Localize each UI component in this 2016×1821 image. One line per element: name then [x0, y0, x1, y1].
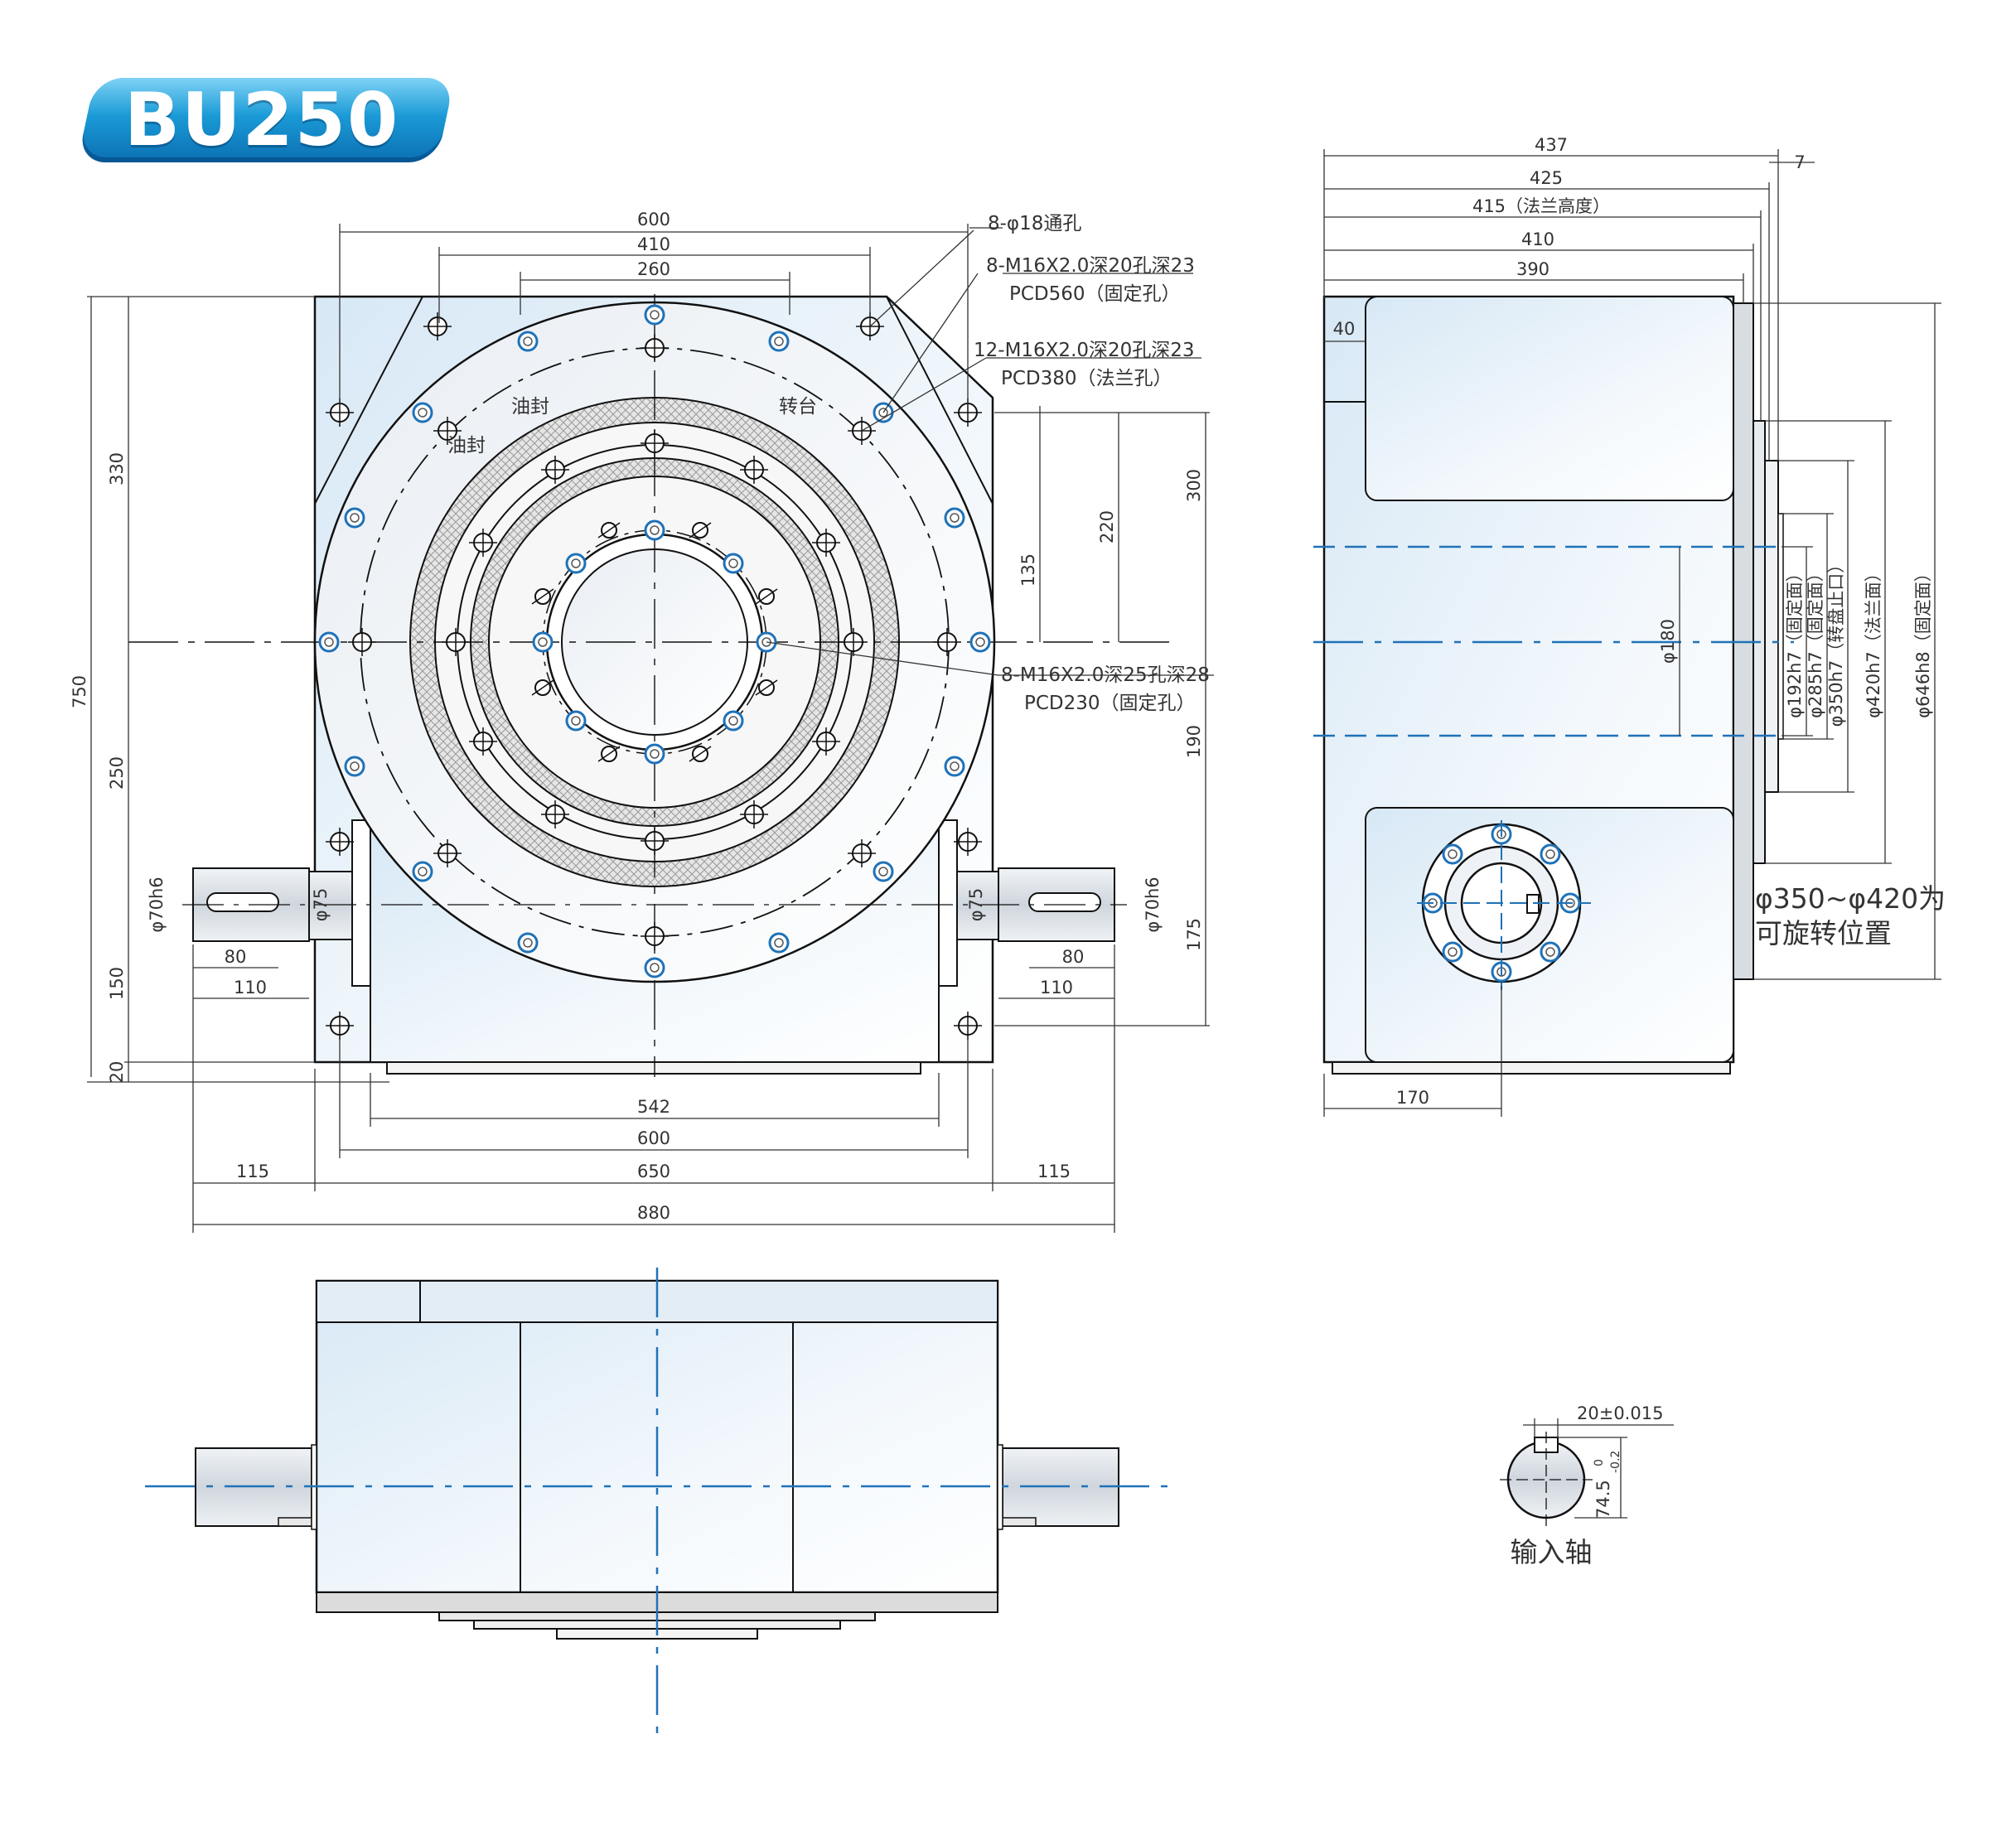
label-rotary-table: 转台: [779, 396, 817, 418]
dim-115-right: 115: [1037, 1162, 1071, 1181]
side-dimension-labels: 437 425 415（法兰高度） 410 390 7 40 170 φ180 …: [1333, 135, 1933, 1108]
model-title: BU250: [124, 77, 400, 162]
label-oil-seal-left: 油封: [447, 435, 486, 456]
callout-through-holes: 8-φ18通孔: [988, 213, 1081, 234]
left-collar-diameter: φ75: [311, 888, 331, 922]
dim-330: 330: [107, 452, 127, 485]
dim-415-flange-height: 415（法兰高度）: [1472, 196, 1610, 216]
dim-437: 437: [1535, 135, 1568, 155]
dim-115-left: 115: [236, 1162, 269, 1181]
dim-175: 175: [1184, 918, 1204, 951]
callout-pcd230: PCD230（固定孔）: [1024, 693, 1196, 714]
dim-phi192: φ192h7（固定面）: [1785, 564, 1805, 718]
right-shaft-diameter: φ70h6: [1143, 877, 1163, 932]
rotation-note-line1: φ350~φ420为: [1755, 882, 1946, 915]
shaft-key-width: 20±0.015: [1577, 1403, 1663, 1423]
left-shaft-length: 110: [234, 978, 267, 997]
right-shaft-length: 110: [1040, 978, 1073, 997]
dim-phi350: φ350h7（转盘止口）: [1826, 556, 1846, 727]
callout-pcd380: PCD380（法兰孔）: [1001, 368, 1172, 389]
dim-170: 170: [1396, 1088, 1429, 1108]
dim-phi646: φ646h8（固定面）: [1913, 564, 1933, 718]
top-view: [145, 1268, 1168, 1744]
dim-880: 880: [637, 1203, 670, 1223]
front-view: 600 410 260 750 330 250 150 20 300 220 1…: [70, 210, 1214, 1233]
label-oil-seal-top: 油封: [511, 396, 549, 418]
shaft-height: 74.5: [1593, 1480, 1613, 1519]
dim-650: 650: [637, 1162, 670, 1181]
dim-phi420: φ420h7（法兰面）: [1864, 564, 1883, 718]
dim-542: 542: [637, 1097, 670, 1117]
dim-425: 425: [1530, 168, 1563, 188]
dim-600-top: 600: [637, 210, 670, 229]
callout-pcd560: PCD560（固定孔）: [1009, 283, 1181, 305]
dim-40: 40: [1333, 319, 1356, 339]
left-shaft-diameter: φ70h6: [147, 877, 167, 932]
dim-phi180: φ180: [1658, 619, 1678, 664]
dim-260-top: 260: [637, 259, 670, 279]
shaft-height-tol-upper: 0: [1593, 1459, 1606, 1466]
dim-20: 20: [107, 1061, 127, 1084]
dim-250: 250: [107, 756, 127, 790]
dim-410-top: 410: [637, 234, 670, 254]
dim-300: 300: [1184, 469, 1204, 502]
dim-220: 220: [1097, 510, 1117, 543]
dim-135: 135: [1018, 553, 1038, 587]
callout-pcd560-spec: 8-M16X2.0深20孔深23: [986, 255, 1195, 277]
dim-750: 750: [70, 675, 89, 708]
dim-190: 190: [1184, 725, 1204, 758]
rotation-note-line2: 可旋转位置: [1755, 917, 1892, 949]
callout-pcd230-spec: 8-M16X2.0深25孔深28: [1001, 664, 1210, 686]
dim-390: 390: [1516, 259, 1549, 279]
right-collar-diameter: φ75: [966, 888, 986, 922]
shaft-detail: 20±0.015 74.5 0 -0.2 输入轴: [1500, 1403, 1674, 1568]
front-dimension-labels: 600 410 260 750 330 250 150 20 300 220 1…: [70, 210, 1204, 1223]
input-shaft-caption: 输入轴: [1511, 1536, 1593, 1568]
dim-phi285: φ285h7（固定面）: [1806, 564, 1825, 718]
front-callouts: 油封 油封 转台 8-φ18通孔 8-M16X2.0深20孔深23 PCD560…: [447, 213, 1210, 714]
dim-7: 7: [1794, 152, 1805, 172]
callout-pcd380-spec: 12-M16X2.0深20孔深23: [974, 340, 1195, 361]
left-key-length: 80: [225, 947, 247, 967]
dim-600-bottom: 600: [637, 1128, 670, 1148]
shaft-height-tol-lower: -0.2: [1609, 1451, 1622, 1473]
side-view: 437 425 415（法兰高度） 410 390 7 40 170 φ180 …: [1313, 135, 1946, 1117]
right-key-length: 80: [1062, 947, 1085, 967]
dim-150: 150: [107, 967, 127, 1000]
dim-410-side: 410: [1521, 229, 1554, 249]
